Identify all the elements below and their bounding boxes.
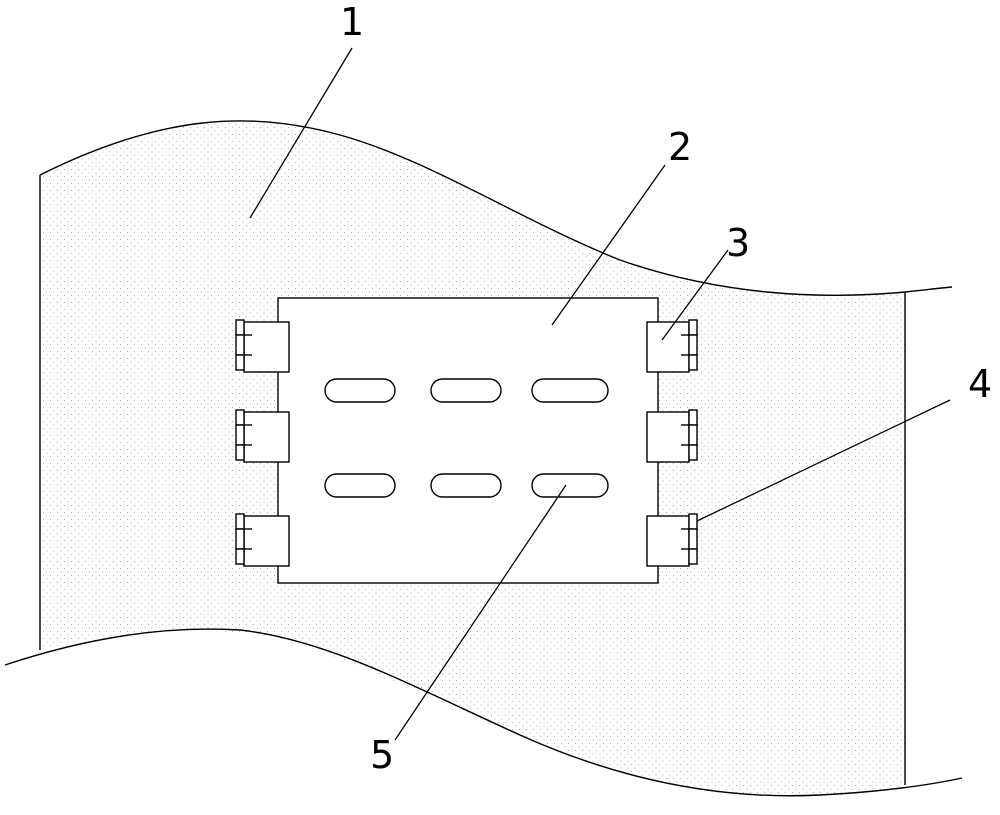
- leader-line-3: [661, 249, 729, 341]
- base-top-wave: [39, 120, 953, 296]
- label-5: 5: [370, 733, 394, 777]
- slot-group: [324, 378, 609, 498]
- label-2: 2: [668, 125, 692, 169]
- clamp-tab: [688, 548, 698, 565]
- leader-line-4: [696, 399, 951, 522]
- left-clamp-group: [235, 319, 290, 567]
- right-clamp-group: [646, 319, 698, 567]
- clamp-tab: [688, 319, 698, 336]
- label-1: 1: [340, 0, 364, 44]
- clamp-tab: [235, 334, 245, 356]
- slot: [531, 473, 609, 498]
- clamp-tab: [688, 334, 698, 356]
- clamp: [646, 409, 698, 463]
- clamp: [235, 513, 290, 567]
- clamp-tab: [235, 424, 245, 446]
- base-bottom-wave: [4, 628, 963, 797]
- clamp: [646, 513, 698, 567]
- label-3: 3: [726, 221, 750, 265]
- clamp-tab: [235, 528, 245, 550]
- clamp-tab: [235, 444, 245, 461]
- slot: [324, 378, 396, 403]
- clamp: [235, 409, 290, 463]
- leader-line-5: [394, 484, 567, 741]
- clamp: [235, 319, 290, 373]
- slot: [430, 473, 502, 498]
- clamp-tab: [688, 409, 698, 426]
- clamp-tab: [235, 513, 245, 530]
- clamp-tab: [235, 548, 245, 565]
- slot: [531, 378, 609, 403]
- leader-line-2: [551, 164, 666, 326]
- clamp-tab: [235, 319, 245, 336]
- central-plate: [277, 297, 659, 584]
- leader-line-1: [249, 47, 353, 219]
- clamp-tab: [688, 354, 698, 371]
- clamp-tab: [235, 354, 245, 371]
- clamp: [646, 319, 698, 373]
- clamp-tab: [688, 513, 698, 530]
- clamp-tab: [688, 528, 698, 550]
- slot: [430, 378, 502, 403]
- clamp-tab: [688, 424, 698, 446]
- clamp-tab: [235, 409, 245, 426]
- clamp-tab: [688, 444, 698, 461]
- slot: [324, 473, 396, 498]
- label-4: 4: [968, 362, 992, 406]
